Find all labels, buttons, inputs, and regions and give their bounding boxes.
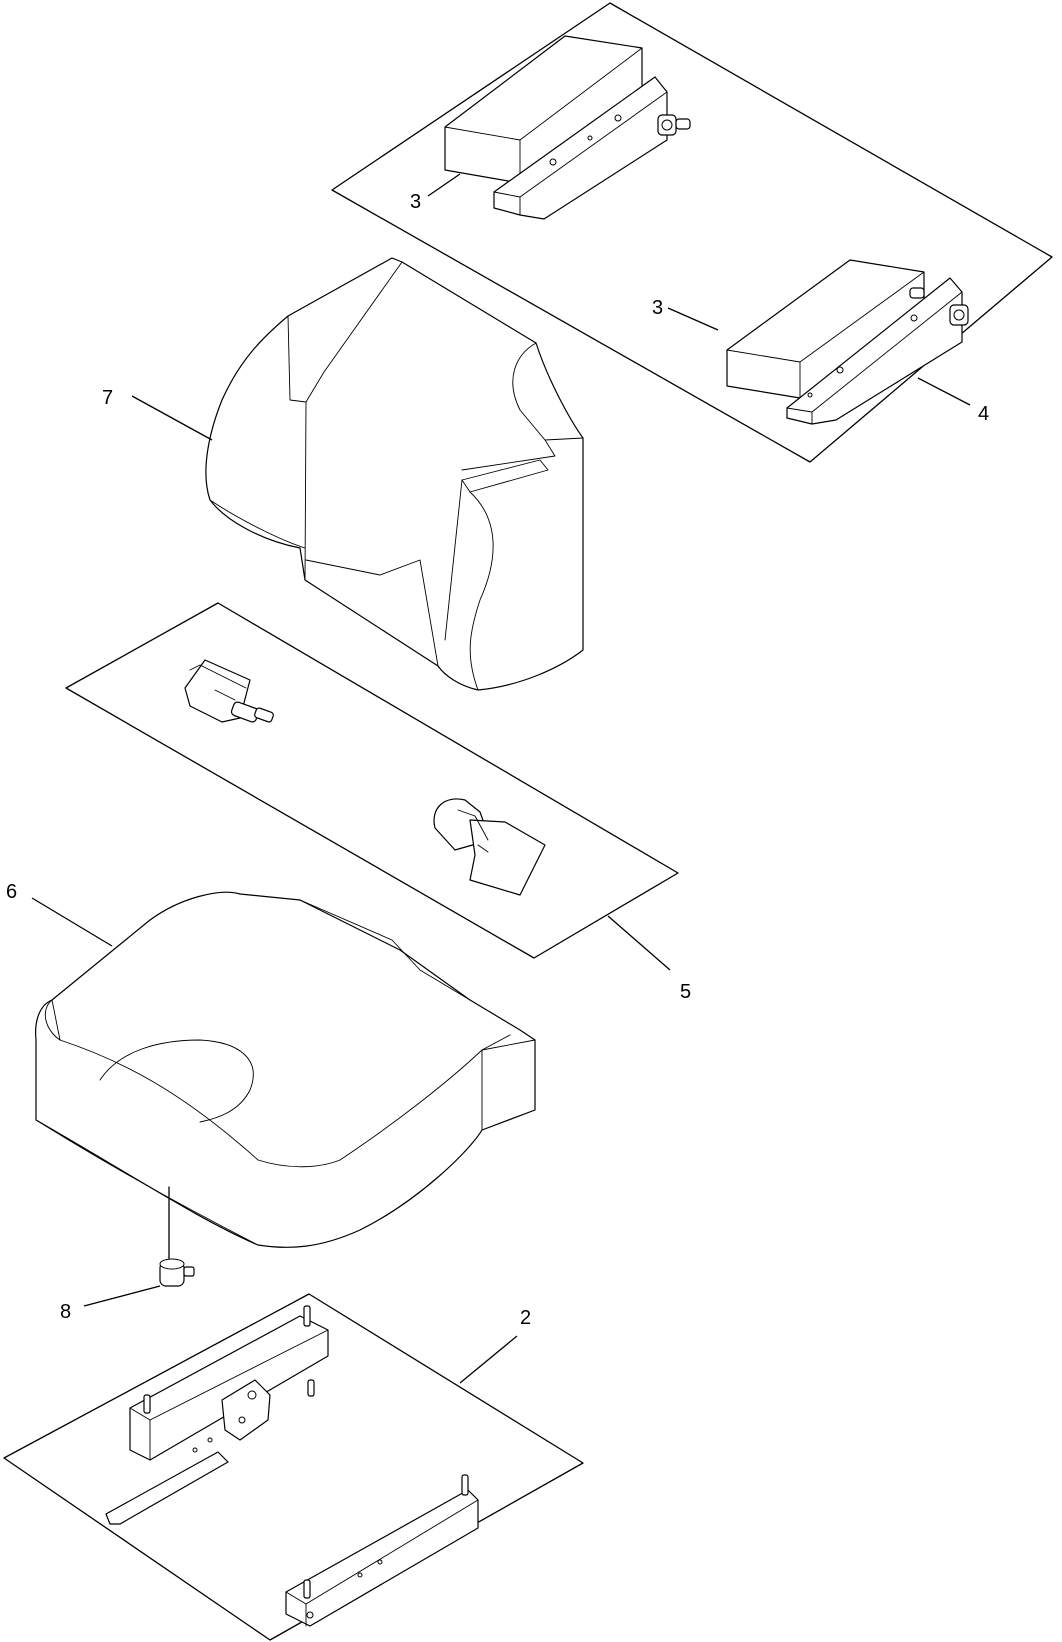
callout-4: 4 [978,403,989,425]
callout-5: 5 [680,981,691,1003]
armrest-bracket-lower [786,277,969,425]
leader-4 [917,377,971,406]
callout-7: 7 [102,387,113,409]
seat-belt-retractor [184,659,274,723]
callout-labels: 3 3 4 7 5 6 8 2 [6,191,989,1329]
leader-6 [31,897,113,947]
seat-belt-kit-panel [65,602,679,959]
armrest-bracket-upper [493,76,691,220]
leader-8 [83,1285,161,1307]
callout-leaders [31,173,971,1384]
leader-3-upper [427,173,461,197]
seat-switch [159,1186,195,1287]
armrest-kit-panel [331,2,1053,463]
seat-slide-rail-right [285,1474,479,1627]
callout-2: 2 [520,1307,531,1329]
seat-back-cushion [205,257,584,691]
leader-5 [607,915,671,971]
seat-slide-rail-left [105,1305,329,1525]
leader-7 [131,395,213,441]
seat-slide-kit-panel [3,1293,584,1641]
callout-3-upper: 3 [410,191,421,213]
leader-3-lower [667,307,719,331]
callout-8: 8 [60,1301,71,1323]
callout-6: 6 [6,881,17,903]
seat-belt-buckle [433,798,546,896]
seat-bottom-cushion [35,891,536,1248]
leader-2 [459,1335,518,1384]
callout-3-lower: 3 [652,297,663,319]
